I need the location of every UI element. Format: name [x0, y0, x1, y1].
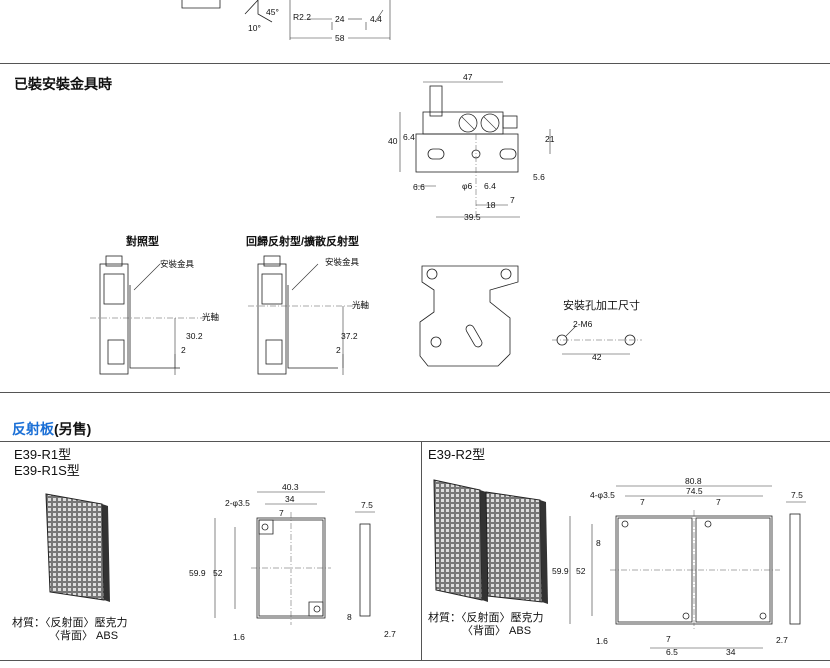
thru-beam-diagram — [90, 255, 205, 375]
dim-21: 21 — [545, 134, 555, 144]
dim-6-4-left: 6.4 — [403, 132, 415, 142]
r1-dim-40-3: 40.3 — [282, 482, 299, 492]
r2-dim-59-9: 59.9 — [552, 566, 569, 576]
reflector-title-main: 反射板 — [12, 421, 54, 437]
hole-diagram — [552, 325, 642, 355]
r1-dim-7: 7 — [279, 508, 284, 518]
e39-r1s-model: E39-R1S型 — [14, 463, 80, 478]
e39-r2-photo — [433, 479, 548, 604]
dim-44: 4.4 — [370, 14, 382, 24]
r1-material-1: 材質：〈反射面〉壓克力 — [12, 617, 128, 629]
e39-r2-model: E39-R2型 — [428, 447, 486, 462]
dim-r22: R2.2 — [293, 12, 311, 22]
r2-dim-7-5: 7.5 — [791, 490, 803, 500]
dim-7: 7 — [510, 195, 515, 205]
dim-39-5: 39.5 — [464, 212, 481, 222]
r1-dim-8: 8 — [347, 612, 352, 622]
dim-58: 58 — [335, 33, 345, 43]
retro-title: 回歸反射型/擴散反射型 — [246, 236, 360, 248]
dim-2-m6: 2-M6 — [573, 319, 593, 329]
r2-dim-6-5: 6.5 — [666, 647, 678, 657]
r1-dim-7-5: 7.5 — [361, 500, 373, 510]
divider-2 — [0, 392, 830, 393]
r2-material-2: 〈背面〉 ABS — [462, 625, 532, 637]
r2-dim-2-7: 2.7 — [776, 635, 788, 645]
divider-3 — [0, 441, 830, 442]
r2-dim-7a: 7 — [640, 497, 645, 507]
thru-bracket-label: 安裝金具 — [160, 259, 195, 269]
r1-material-2: 〈背面〉 ABS — [49, 630, 119, 642]
e39-r2-drawing: 80.8 74.5 4-φ3.5 7 7 8 59.9 52 1.6 7 6.5… — [552, 476, 806, 657]
dim-45deg: 45° — [266, 7, 279, 17]
divider-1 — [0, 63, 830, 64]
mount-drawing: 47 40 6.4 21 5.6 6.6 φ6 6.4 7 18 39.5 — [388, 72, 555, 222]
r1-dim-2-7: 2.7 — [384, 629, 396, 639]
r2-dim-4-phi3-5: 4-φ3.5 — [590, 490, 615, 500]
r1-dim-59-9: 59.9 — [189, 568, 206, 578]
dim-phi6: φ6 — [462, 181, 473, 191]
r2-dim-1-6: 1.6 — [596, 636, 608, 646]
hole-title: 安裝孔加工尺寸 — [563, 300, 640, 312]
mount-section-title: 已裝安裝金具時 — [14, 76, 112, 92]
thru-beam-title: 對照型 — [126, 236, 159, 248]
r2-dim-74-5: 74.5 — [686, 486, 703, 496]
r2-material-1: 材質：〈反射面〉壓克力 — [428, 612, 544, 624]
retro-axis-label: 光軸 — [352, 300, 370, 310]
dim-2-retro: 2 — [336, 345, 341, 355]
divider-bottom — [0, 660, 830, 661]
r2-dim-52: 52 — [576, 566, 586, 576]
r1-dim-52: 52 — [213, 568, 223, 578]
r2-dim-80-8: 80.8 — [685, 476, 702, 486]
dim-2-thru: 2 — [181, 345, 186, 355]
r2-dim-34: 34 — [726, 647, 736, 657]
r2-dim-7b: 7 — [716, 497, 721, 507]
dim-40: 40 — [388, 136, 398, 146]
r1-dim-34: 34 — [285, 494, 295, 504]
dim-24: 24 — [335, 14, 345, 24]
r1-dim-2-phi3-5: 2-φ3.5 — [225, 498, 250, 508]
e39-r1-photo — [45, 493, 110, 602]
dim-47: 47 — [463, 72, 473, 82]
reflector-title: 反射板(另售) — [12, 419, 91, 439]
r2-dim-7c: 7 — [666, 634, 671, 644]
retro-diagram — [248, 255, 368, 375]
dim-37-2: 37.2 — [341, 331, 358, 341]
dim-10deg: 10° — [248, 23, 261, 33]
dim-5-6: 5.6 — [533, 172, 545, 182]
dim-42: 42 — [592, 352, 602, 362]
thru-axis-label: 光軸 — [202, 312, 220, 322]
reflector-title-note: (另售) — [54, 421, 92, 437]
retro-bracket-label: 安裝金具 — [325, 257, 360, 267]
dim-6-4-bottom: 6.4 — [484, 181, 496, 191]
r2-dim-8: 8 — [596, 538, 601, 548]
dim-6-6: 6.6 — [413, 182, 425, 192]
column-divider — [421, 441, 422, 661]
r1-dim-1-6: 1.6 — [233, 632, 245, 642]
top-dimension-drawing: 45° 10° R2.2 24 4.4 58 — [181, 0, 391, 43]
e39-r1-drawing: 40.3 2-φ3.5 34 7 59.9 52 8 1.6 7.5 2.7 — [189, 482, 396, 642]
e39-r1-model: E39-R1型 — [14, 447, 72, 462]
dim-18: 18 — [486, 200, 496, 210]
dim-30-2: 30.2 — [186, 331, 203, 341]
bracket-illustration — [419, 265, 519, 367]
